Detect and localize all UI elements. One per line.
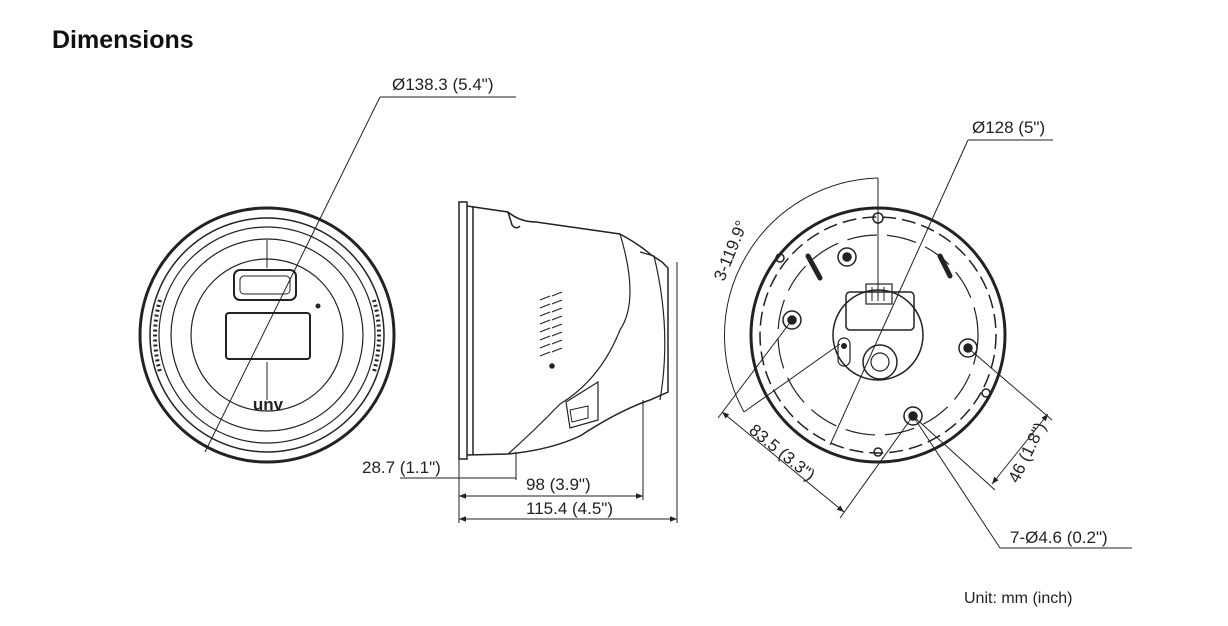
base-distance-label: 46 (1.8") bbox=[1005, 419, 1050, 485]
base-diameter-leader bbox=[829, 139, 969, 446]
base-tab-right bbox=[937, 253, 953, 279]
page-title: Dimensions bbox=[52, 26, 194, 54]
base-connector-pins bbox=[865, 283, 893, 305]
front-ring-4 bbox=[170, 238, 364, 432]
base-distance-line bbox=[991, 413, 1049, 485]
side-contour bbox=[507, 233, 631, 455]
side-vent-grid bbox=[539, 291, 563, 357]
front-left-grille bbox=[153, 299, 162, 373]
base-hole-leader bbox=[912, 415, 1001, 549]
front-sensor-inner bbox=[239, 275, 291, 295]
base-hole-label: 7-Ø4.6 (0.2") bbox=[1010, 528, 1108, 547]
base-angle-leg bbox=[743, 343, 841, 413]
base-center-hole bbox=[870, 352, 890, 372]
unit-note: Unit: mm (inch) bbox=[964, 590, 1073, 607]
front-right-grille bbox=[372, 299, 381, 373]
base-slot bbox=[837, 337, 851, 367]
side-dome-body bbox=[466, 205, 669, 456]
base-mounting-holes bbox=[775, 212, 991, 457]
base-ring-3 bbox=[777, 234, 979, 436]
base-slot-pin bbox=[841, 343, 847, 349]
base-distance-ext-2 bbox=[912, 415, 996, 491]
front-indicator-dot bbox=[315, 303, 321, 309]
base-diameter-label: Ø128 (5") bbox=[972, 118, 1045, 137]
base-spacing-line bbox=[721, 411, 845, 513]
base-view bbox=[717, 139, 1132, 549]
side-bracket-notch bbox=[569, 405, 589, 423]
front-diameter-label: Ø138.3 (5.4") bbox=[392, 75, 493, 94]
front-outer-ring bbox=[138, 206, 396, 464]
side-base-ring bbox=[639, 251, 666, 401]
base-center-boss bbox=[862, 344, 898, 380]
base-connector-housing bbox=[845, 291, 915, 331]
side-front-flange bbox=[458, 201, 468, 460]
side-total-depth-label: 115.4 (4.5") bbox=[526, 499, 613, 518]
side-view bbox=[458, 201, 669, 460]
base-angle-arc bbox=[724, 177, 879, 413]
side-neck-curve bbox=[507, 211, 521, 229]
side-bracket bbox=[565, 380, 599, 429]
front-sensor-window bbox=[233, 269, 297, 301]
base-angle-label: 3-119.9° bbox=[710, 218, 751, 284]
side-body-depth-label: 98 (3.9") bbox=[526, 475, 591, 494]
side-dimensions bbox=[400, 262, 678, 523]
base-distance-ext-1 bbox=[967, 347, 1053, 421]
front-view bbox=[138, 96, 516, 464]
front-ring-3 bbox=[158, 226, 376, 444]
base-tab-left bbox=[805, 253, 823, 281]
front-lens-window bbox=[225, 312, 311, 360]
front-ring-2 bbox=[149, 217, 385, 453]
front-logo: unv bbox=[253, 395, 284, 414]
side-front-depth-label: 28.7 (1.1") bbox=[362, 458, 441, 477]
side-indicator-dot bbox=[549, 363, 555, 369]
base-spacing-ext-1 bbox=[717, 319, 793, 419]
base-spacing-ext-2 bbox=[839, 415, 914, 519]
base-ring-2 bbox=[759, 216, 997, 454]
front-diameter-leader bbox=[204, 96, 381, 453]
